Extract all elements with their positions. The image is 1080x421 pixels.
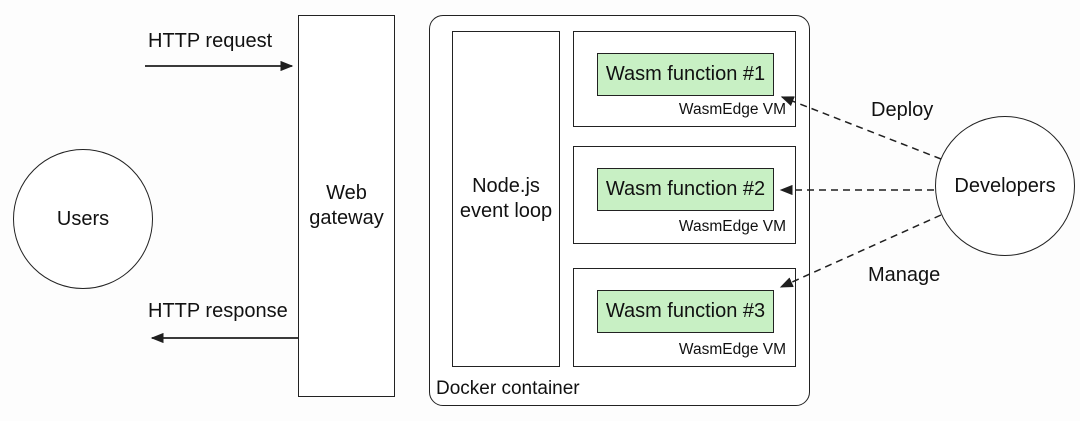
wasm-function-label-3: Wasm function #3 (605, 300, 766, 322)
docker-container-label: Docker container (436, 378, 580, 399)
wasm-function-box-2: Wasm function #2 (597, 168, 774, 211)
wasm-vm-label-1: WasmEdge VM (678, 101, 786, 118)
nodejs-event-loop-label: Node.js event loop (459, 175, 553, 222)
web-gateway-node: Web gateway (298, 15, 395, 397)
wasm-function-box-1: Wasm function #1 (597, 53, 774, 96)
wasm-vm-label-2: WasmEdge VM (678, 218, 786, 235)
manage-label: Manage (868, 264, 941, 286)
developers-label: Developers (954, 174, 1056, 197)
nodejs-event-loop-node: Node.js event loop (452, 31, 560, 367)
wasm-function-label-2: Wasm function #2 (605, 178, 766, 200)
developers-node: Developers (935, 116, 1075, 256)
deploy-label: Deploy (871, 99, 934, 121)
wasm-vm-label-3: WasmEdge VM (678, 341, 786, 358)
wasm-vm-box-1: Wasm function #1 WasmEdge VM (573, 31, 796, 127)
web-gateway-label: Web gateway (309, 182, 384, 229)
http-response-label: HTTP response (148, 300, 288, 322)
wasm-function-box-3: Wasm function #3 (597, 290, 774, 333)
wasm-vm-box-3: Wasm function #3 WasmEdge VM (573, 268, 796, 367)
http-request-label: HTTP request (148, 30, 273, 52)
wasm-function-label-1: Wasm function #1 (605, 63, 766, 85)
users-node: Users (13, 149, 153, 289)
users-label: Users (56, 207, 110, 230)
wasm-vm-box-2: Wasm function #2 WasmEdge VM (573, 146, 796, 244)
